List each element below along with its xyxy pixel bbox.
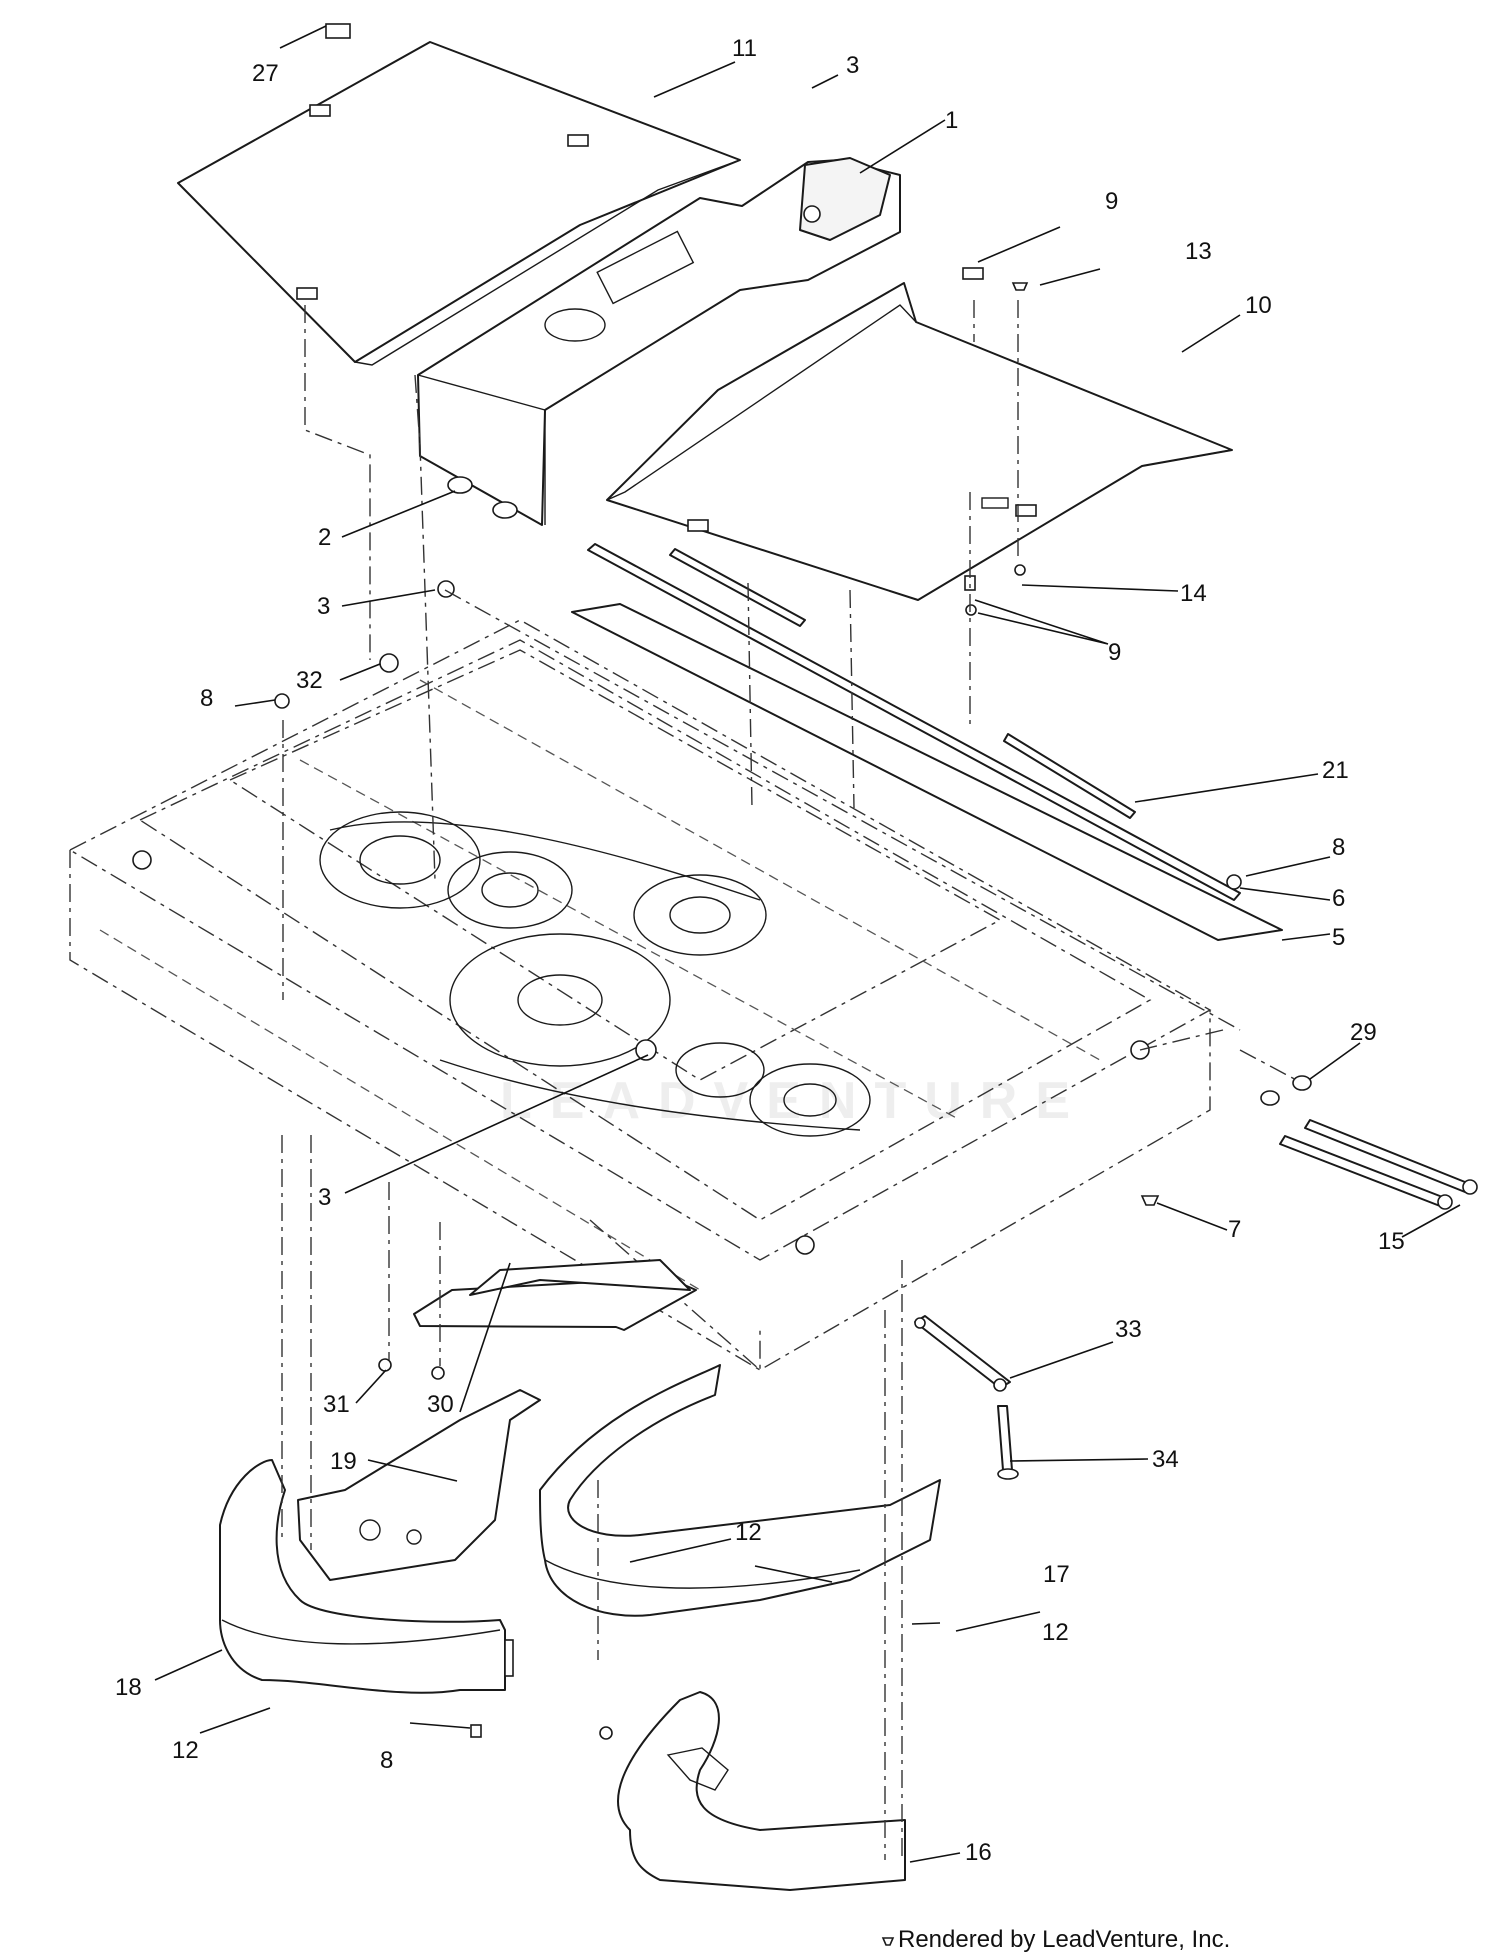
strip-6 bbox=[587, 543, 1241, 901]
callout-29: 29 bbox=[1350, 1019, 1377, 1046]
callout-1: 1 bbox=[945, 107, 958, 134]
callout-labels: 27 11 3 1 9 13 10 2 3 14 9 32 8 21 8 6 5… bbox=[115, 35, 1405, 1866]
deck-nuts bbox=[132, 580, 1242, 1255]
callout-12-right: 12 bbox=[1042, 1619, 1069, 1646]
callout-33: 33 bbox=[1115, 1316, 1142, 1343]
plate-33 bbox=[914, 1315, 1011, 1392]
bolt-34 bbox=[997, 1405, 1019, 1480]
credit: Rendered by LeadVenture, Inc. bbox=[881, 1926, 1230, 1953]
callout-8-bottom: 8 bbox=[380, 1747, 393, 1774]
callout-5: 5 bbox=[1332, 924, 1345, 951]
credit-text: Rendered by LeadVenture, Inc. bbox=[898, 1926, 1230, 1953]
bracket-30 bbox=[378, 1259, 697, 1380]
callout-9-mid: 9 bbox=[1108, 639, 1121, 666]
bolts-2 bbox=[447, 476, 518, 519]
pulleys bbox=[319, 811, 871, 1137]
callout-21: 21 bbox=[1322, 757, 1349, 784]
callout-7: 7 bbox=[1228, 1216, 1241, 1243]
callout-14: 14 bbox=[1180, 580, 1207, 607]
watermark-text: LEADVENTURE bbox=[500, 1072, 1088, 1130]
leader-lines bbox=[154, 25, 1461, 1863]
callout-3-top: 3 bbox=[846, 52, 859, 79]
callout-34: 34 bbox=[1152, 1446, 1179, 1473]
chute-16 bbox=[599, 1691, 906, 1891]
callout-11: 11 bbox=[732, 35, 757, 62]
callout-3-mid: 3 bbox=[317, 593, 330, 620]
washers-29 bbox=[1260, 1075, 1312, 1106]
mower-deck bbox=[68, 619, 1212, 1372]
callout-30: 30 bbox=[427, 1391, 454, 1418]
frame-bracket bbox=[417, 157, 901, 526]
callout-6: 6 bbox=[1332, 885, 1345, 912]
assembly-lines bbox=[281, 300, 1301, 1860]
callout-32: 32 bbox=[296, 667, 323, 694]
callout-18: 18 bbox=[115, 1674, 142, 1701]
bracket-19 bbox=[297, 1389, 541, 1581]
callout-8-right: 8 bbox=[1332, 834, 1345, 861]
strip-21 bbox=[669, 548, 1136, 819]
callout-17: 17 bbox=[1043, 1561, 1070, 1588]
rods-15 bbox=[1279, 1119, 1478, 1210]
callout-9-top: 9 bbox=[1105, 188, 1118, 215]
callout-12-left: 12 bbox=[172, 1737, 199, 1764]
chute-17 bbox=[539, 1364, 941, 1617]
callout-10: 10 bbox=[1245, 292, 1272, 319]
callout-2: 2 bbox=[318, 524, 331, 551]
callout-15: 15 bbox=[1378, 1228, 1405, 1255]
callout-16: 16 bbox=[965, 1839, 992, 1866]
callout-13: 13 bbox=[1185, 238, 1212, 265]
chute-18 bbox=[219, 1459, 514, 1738]
screw-7 bbox=[1140, 1195, 1160, 1206]
tab-27 bbox=[325, 23, 351, 39]
callout-27: 27 bbox=[252, 60, 279, 87]
right-cover bbox=[606, 267, 1233, 601]
callout-19: 19 bbox=[330, 1448, 357, 1475]
panel-5 bbox=[571, 603, 1283, 941]
spacers-9 bbox=[964, 564, 1026, 616]
bolt-13 bbox=[1011, 282, 1029, 291]
callout-31: 31 bbox=[323, 1391, 350, 1418]
callout-3-bottom: 3 bbox=[318, 1184, 331, 1211]
left-cover bbox=[177, 41, 741, 366]
callout-8-left: 8 bbox=[200, 685, 213, 712]
callout-12-center: 12 bbox=[735, 1519, 762, 1546]
